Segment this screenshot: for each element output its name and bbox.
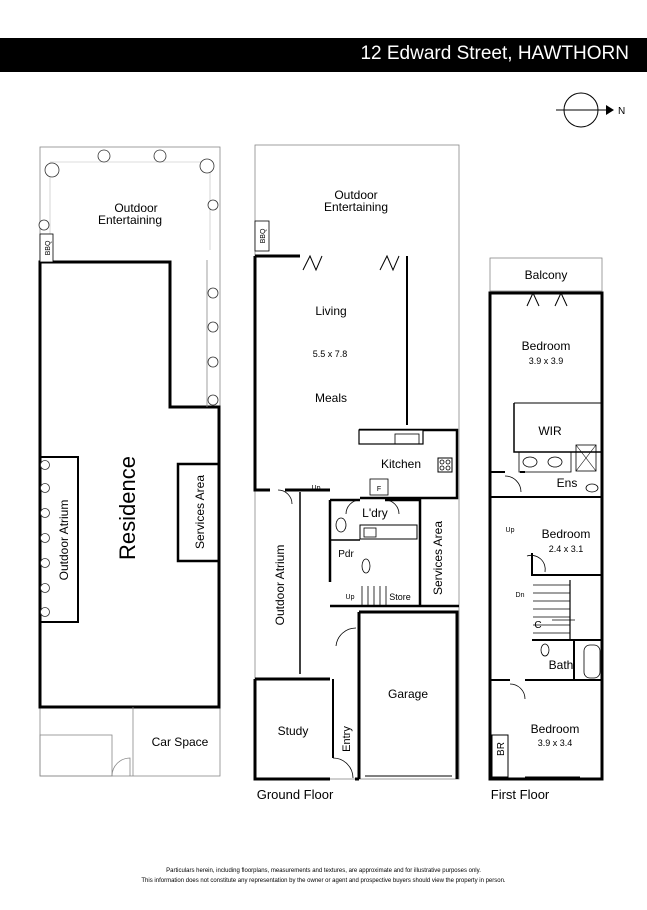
wir-label: WIR <box>538 424 562 438</box>
ground-floor-caption: Ground Floor <box>257 787 334 802</box>
ens-label: Ens <box>557 476 578 490</box>
compass-north-label: N <box>618 106 625 117</box>
first-floor-plan: Balcony Bedroom 3.9 x 3.9 WIR Ens Up Bed… <box>488 257 604 802</box>
study-label: Study <box>278 724 309 738</box>
compass-icon <box>556 92 614 128</box>
living-size-label: 5.5 x 7.8 <box>313 349 348 359</box>
site-outdoor-entertaining-label-1: Outdoor <box>114 201 157 215</box>
gf-up-label-1: Up <box>312 485 321 492</box>
disclaimer-line-2: This information does not constitute any… <box>141 878 506 884</box>
cupboard-label: C <box>534 620 541 631</box>
entry-label: Entry <box>341 726 353 752</box>
gf-outdoor-entertaining-label-2: Entertaining <box>324 200 388 214</box>
gf-outdoor-entertaining-label-1: Outdoor <box>334 188 377 202</box>
site-outdoor-atrium-label: Outdoor Atrium <box>57 500 71 581</box>
br-label: BR <box>496 742 507 756</box>
fridge-label: F <box>377 486 381 493</box>
site-outdoor-entertaining-label-2: Entertaining <box>98 213 162 227</box>
bedroom3-size-label: 3.9 x 3.4 <box>538 738 573 748</box>
balcony-label: Balcony <box>525 268 568 282</box>
bedroom2-size-label: 2.4 x 3.1 <box>549 544 584 554</box>
meals-label: Meals <box>315 391 347 405</box>
residence-label: Residence <box>115 456 140 560</box>
bedroom2-label: Bedroom <box>542 527 591 541</box>
bedroom1-label: Bedroom <box>522 339 571 353</box>
gf-outdoor-atrium-label: Outdoor Atrium <box>273 545 287 626</box>
header-bar: 12 Edward Street, HAWTHORN <box>0 38 647 72</box>
gf-bbq-label: BBQ <box>260 228 267 243</box>
bath-label: Bath <box>549 658 574 672</box>
first-floor-caption: First Floor <box>491 787 550 802</box>
store-label: Store <box>389 592 411 602</box>
car-space-label: Car Space <box>152 735 209 749</box>
shrub-icon <box>38 149 219 617</box>
bedroom1-size-label: 3.9 x 3.9 <box>529 356 564 366</box>
powder-label: Pdr <box>338 549 354 560</box>
disclaimer-line-1: Particulars herein, including floorplans… <box>166 868 481 874</box>
ground-floor-plan: Outdoor Entertaining BBQ Living 5.5 x 7.… <box>253 144 460 802</box>
gf-services-area-label: Services Area <box>431 521 445 595</box>
laundry-label: L'dry <box>362 506 388 520</box>
property-address: 12 Edward Street, HAWTHORN <box>360 43 629 64</box>
site-services-area-label: Services Area <box>193 475 207 549</box>
ff-dn-label: Dn <box>516 592 525 599</box>
gf-up-label-2: Up <box>346 594 355 601</box>
bedroom3-label: Bedroom <box>531 722 580 736</box>
ff-up-label: Up <box>506 527 515 534</box>
site-plan: Outdoor Entertaining BBQ Residence Servi… <box>38 146 221 777</box>
garage-label: Garage <box>388 687 428 701</box>
kitchen-label: Kitchen <box>381 457 421 471</box>
site-bbq-label: BBQ <box>45 240 52 255</box>
living-label: Living <box>315 304 346 318</box>
